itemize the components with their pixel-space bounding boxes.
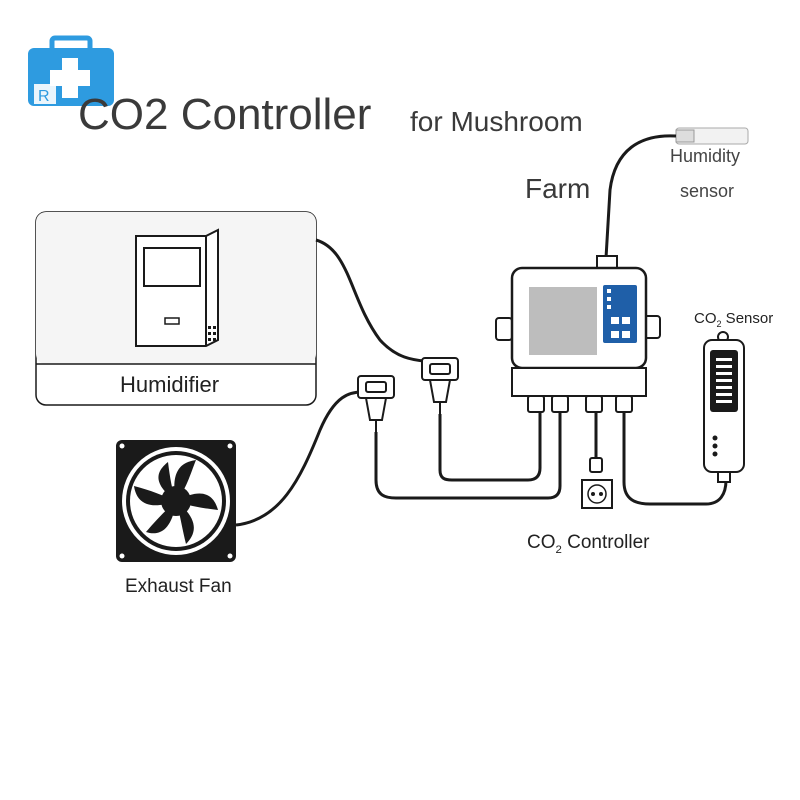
logo-letter: R bbox=[38, 88, 50, 105]
co2-sensor-device bbox=[703, 331, 745, 483]
page-subtitle: for Mushroom bbox=[410, 106, 583, 137]
co2-controller-label-suffix: Controller bbox=[561, 532, 650, 553]
humidifier-icon bbox=[135, 228, 219, 347]
page-title-line2: Farm bbox=[525, 173, 591, 204]
page-title: CO2 Controller bbox=[78, 90, 372, 139]
exhaust-fan-icon bbox=[116, 440, 236, 562]
fan-plug-connector bbox=[357, 375, 395, 432]
medical-kit-icon bbox=[28, 35, 114, 106]
exhaust-fan-label: Exhaust Fan bbox=[125, 576, 232, 597]
co2-controller-unit bbox=[495, 266, 661, 413]
co2-controller-label-sub: 2 bbox=[555, 543, 562, 556]
co2-controller-label: CO2 Controller bbox=[527, 532, 650, 556]
humidity-sensor-label-line2: sensor bbox=[680, 181, 735, 201]
co2-sensor-label-prefix: CO bbox=[694, 310, 717, 327]
humidity-sensor-probe bbox=[596, 127, 749, 271]
co2-controller-label-prefix: CO bbox=[527, 532, 556, 553]
co2-sensor-label: CO2 Sensor bbox=[694, 310, 773, 329]
humidifier-plug-connector bbox=[421, 357, 459, 414]
humidifier-label: Humidifier bbox=[120, 372, 220, 397]
humidifier-panel bbox=[35, 211, 317, 406]
co2-sensor-label-suffix: Sensor bbox=[721, 310, 774, 327]
co2-sensor-label-sub: 2 bbox=[716, 319, 722, 329]
humidity-sensor-label-line1: Humidity bbox=[670, 146, 741, 166]
wall-socket-icon bbox=[581, 457, 613, 509]
